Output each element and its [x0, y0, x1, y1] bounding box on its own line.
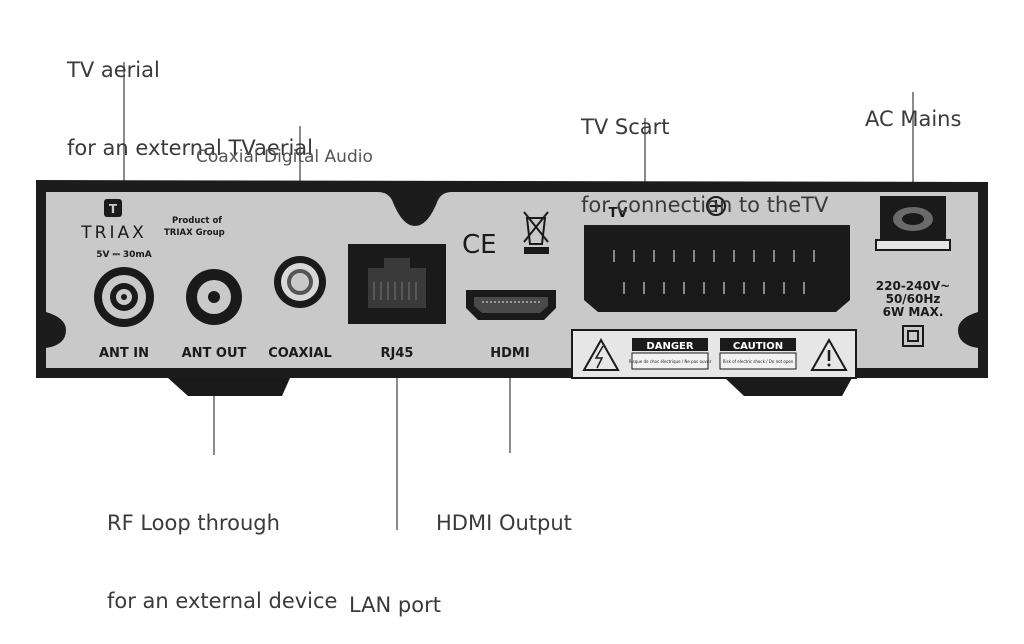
callout-coaxial-digital-audio: Coaxial Digital Audio — [196, 92, 373, 196]
callout-tv-scart-sub: for connection to theTV — [581, 193, 829, 217]
receiver-rear-panel-diagram: T TRIAX Product of TRIAX Group 5V ⎓ 30mA — [36, 62, 988, 530]
danger-label: DANGER — [646, 341, 693, 352]
side-notch-right — [958, 312, 978, 348]
coaxial-label: COAXIAL — [268, 346, 332, 361]
callout-hdmi-output-title: HDMI Output — [436, 511, 572, 535]
hdmi-port — [466, 290, 556, 320]
foot-right — [725, 378, 852, 396]
callout-lan-port: LAN port — [349, 540, 441, 644]
foot-left — [168, 378, 290, 396]
scart-tv-label: TV — [609, 206, 628, 221]
caution-label: CAUTION — [733, 341, 783, 352]
callout-lan-port-title: LAN port — [349, 593, 441, 617]
callout-ac-mains: AC Mains — [865, 54, 961, 158]
rj45-port — [348, 244, 446, 324]
power-rating-line1: 220-240V~ — [876, 279, 950, 293]
ce-mark: CE — [462, 230, 497, 260]
side-notch-left — [46, 312, 66, 348]
product-of-line2: TRIAX Group — [164, 228, 225, 238]
ground-symbol-icon — [706, 196, 726, 216]
svg-text:T: T — [109, 202, 118, 216]
rj45-label: RJ45 — [381, 346, 414, 361]
callout-rf-loop-title: RF Loop through — [107, 511, 280, 535]
product-of-line1: Product of — [172, 216, 222, 226]
ant-in-port — [94, 267, 154, 327]
warning-triangle-right-icon — [810, 337, 848, 371]
callout-hdmi-output: HDMI Output — [436, 458, 572, 562]
danger-text: Risque de choc électrique / Ne pas ouvri… — [629, 359, 712, 364]
scart-port — [584, 225, 850, 312]
callout-rf-loop: RF Loop through for an external device — [107, 458, 337, 640]
antenna-power-rating: 5V ⎓ 30mA — [96, 250, 152, 260]
caution-text: Risk of electric shock / Do not open — [723, 359, 794, 364]
callout-tv-scart-title: TV Scart — [581, 115, 670, 139]
weee-bin-icon — [523, 211, 549, 254]
class-ii-double-insulation-icon — [902, 325, 924, 347]
callout-ac-mains-title: AC Mains — [865, 107, 962, 131]
callout-rf-loop-sub: for an external device — [107, 589, 338, 613]
callout-tv-aerial-title: TV aerial — [67, 58, 160, 82]
callout-tv-scart: TV Scart for connection to theTV — [581, 62, 828, 244]
ac-mains-cord — [875, 196, 951, 251]
power-rating-line2: 50/60Hz — [886, 292, 941, 306]
power-rating-line3: 6W MAX. — [883, 305, 944, 319]
ant-in-label: ANT IN — [99, 346, 149, 361]
hdmi-label: HDMI — [490, 346, 529, 361]
triax-logo-badge — [104, 199, 122, 217]
warning-label: DANGER Risque de choc électrique / Ne pa… — [571, 329, 857, 379]
ant-out-port — [186, 269, 242, 325]
warning-triangle-left-icon — [582, 337, 620, 371]
coaxial-audio-port — [274, 256, 326, 308]
callout-coaxial-digital-audio-title: Coaxial Digital Audio — [196, 147, 373, 167]
callout-tv-aerial: TV aerial for an external TVaerial — [67, 5, 313, 187]
brand-logo: TRIAX — [80, 223, 147, 243]
ant-out-label: ANT OUT — [182, 346, 247, 361]
callout-tv-aerial-sub: for an external TVaerial — [67, 136, 314, 160]
